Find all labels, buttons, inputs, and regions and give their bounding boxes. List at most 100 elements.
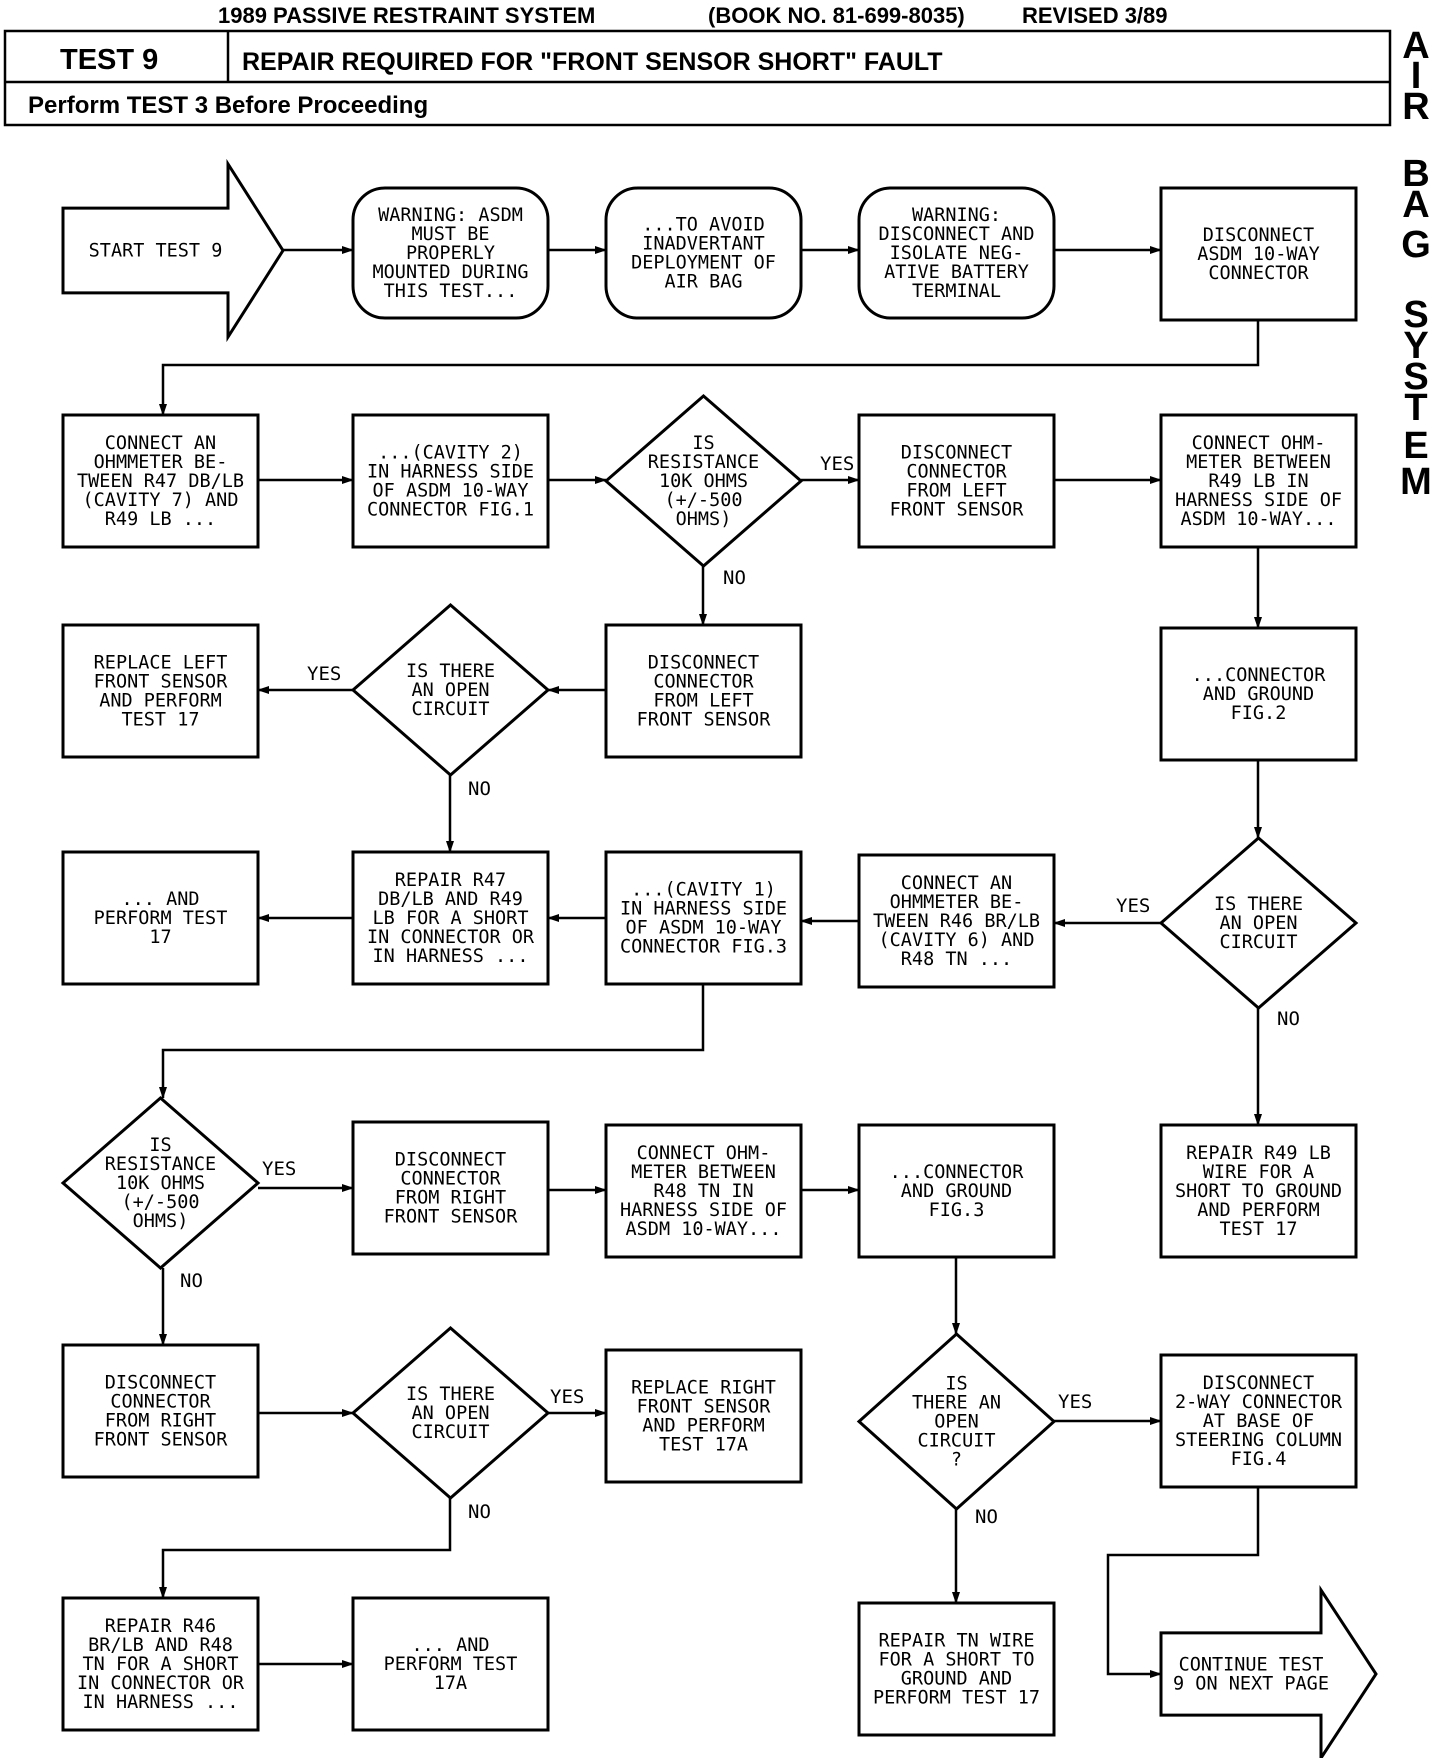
node-text: THIS TEST... xyxy=(384,281,518,302)
node-text: ...TO AVOID xyxy=(642,215,765,236)
node-text: FRONT SENSOR xyxy=(94,672,229,693)
warning-box xyxy=(857,186,1056,320)
node-text: TERMINAL xyxy=(912,281,1001,302)
node-text: REPLACE RIGHT xyxy=(631,1378,776,1399)
process-box xyxy=(1159,186,1358,322)
node-text: FRONT SENSOR xyxy=(94,1430,229,1451)
node-text: PERFORM TEST xyxy=(384,1654,518,1675)
node-text: ? xyxy=(951,1450,962,1471)
process-box xyxy=(351,1120,550,1256)
node-text: AT BASE OF xyxy=(1203,1411,1314,1432)
process-box xyxy=(351,850,550,986)
connector-arrow xyxy=(159,984,705,1099)
node-text: BR/LB AND R48 xyxy=(88,1635,233,1656)
branch-label-yes: YES xyxy=(307,663,341,685)
node-text: AND GROUND xyxy=(901,1181,1012,1202)
node-text: PERFORM TEST xyxy=(94,908,228,929)
side-title-letter: S xyxy=(1403,294,1428,336)
node-text: AIR BAG xyxy=(665,272,743,293)
node-text: R48 TN ... xyxy=(901,949,1012,970)
node-text: OF ASDM 10-WAY xyxy=(626,918,782,939)
node-text: 10K OHMS xyxy=(659,471,748,492)
node-text: TEST 17 xyxy=(1220,1219,1298,1240)
decision-diamond xyxy=(60,1096,261,1270)
process-box xyxy=(1159,413,1358,549)
node-text: 17 xyxy=(149,927,171,948)
node-text: THERE AN xyxy=(912,1393,1001,1414)
node-text: METER BETWEEN xyxy=(1186,452,1331,473)
node-text: OF ASDM 10-WAY xyxy=(373,481,529,502)
node-text: DISCONNECT xyxy=(1203,1373,1314,1394)
doc-title: 1989 PASSIVE RESTRAINT SYSTEM xyxy=(218,3,595,28)
branch-label-no: NO xyxy=(180,1270,203,1292)
node-text: AND GROUND xyxy=(1203,684,1314,705)
node-text: CONTINUE TEST xyxy=(1179,1655,1324,1676)
node-text: AN OPEN xyxy=(412,680,490,701)
node-text: WIRE FOR A xyxy=(1203,1162,1314,1183)
branch-label-no: NO xyxy=(468,1501,491,1523)
process-box xyxy=(61,623,260,759)
node-text: DISCONNECT AND xyxy=(879,224,1035,245)
process-box xyxy=(61,1596,260,1732)
node-text: RESISTANCE xyxy=(648,452,759,473)
node-text: ...CONNECTOR xyxy=(1192,665,1327,686)
node-text: FROM RIGHT xyxy=(105,1411,216,1432)
prerequisite-note: Perform TEST 3 Before Proceeding xyxy=(28,92,428,119)
node-text: CONNECTOR FIG.1 xyxy=(367,500,534,521)
process-box xyxy=(604,850,803,986)
node-text: CONNECTOR xyxy=(1208,263,1309,284)
node-text: FRONT SENSOR xyxy=(890,500,1025,521)
node-text: ASDM 10-WAY... xyxy=(626,1219,782,1240)
node-start: START TEST 9 xyxy=(61,158,285,343)
node-text: R49 LB ... xyxy=(105,509,216,530)
decision-diamond xyxy=(350,603,551,777)
branch-label-no: NO xyxy=(723,567,746,589)
node-text: REPAIR R47 xyxy=(395,870,506,891)
node-text: MUST BE xyxy=(412,224,490,245)
node-text: REPAIR R46 xyxy=(105,1616,216,1637)
node-text: CIRCUIT xyxy=(412,699,490,720)
side-title-letter: S xyxy=(1403,356,1428,398)
node-text: MOUNTED DURING xyxy=(373,262,529,283)
warning-box xyxy=(604,186,803,320)
node-text: (+/-500 xyxy=(665,490,743,511)
node-text: CONNECT OHM- xyxy=(637,1143,771,1164)
node-text: DISCONNECT xyxy=(1203,225,1314,246)
node-text: AND PERFORM xyxy=(1197,1200,1320,1221)
node-text: WARNING: xyxy=(912,205,1001,226)
node-text: METER BETWEEN xyxy=(631,1162,776,1183)
node-text: CONNECT AN xyxy=(901,873,1012,894)
node-text: PROPERLY xyxy=(406,243,495,264)
branch-label-yes: YES xyxy=(1058,1391,1092,1413)
decision-diamond xyxy=(603,394,804,568)
node-text: OHMMETER BE- xyxy=(890,892,1024,913)
node-text: DISCONNECT xyxy=(105,1373,216,1394)
node-text: TWEEN R46 BR/LB xyxy=(873,911,1040,932)
node-text: OHMS) xyxy=(133,1211,189,1232)
process-box xyxy=(857,1601,1056,1737)
node-text: R49 LB IN xyxy=(1208,471,1308,492)
node-text: 9 ON NEXT PAGE xyxy=(1173,1674,1329,1695)
node-text: (+/-500 xyxy=(122,1192,200,1213)
node-text: CONNECT OHM- xyxy=(1192,433,1326,454)
node-text: IS THERE xyxy=(1214,894,1303,915)
process-box xyxy=(61,1343,260,1479)
node-text: FRONT SENSOR xyxy=(384,1207,519,1228)
node-text: IN HARNESS ... xyxy=(373,946,529,967)
branch-label-no: NO xyxy=(975,1506,998,1528)
